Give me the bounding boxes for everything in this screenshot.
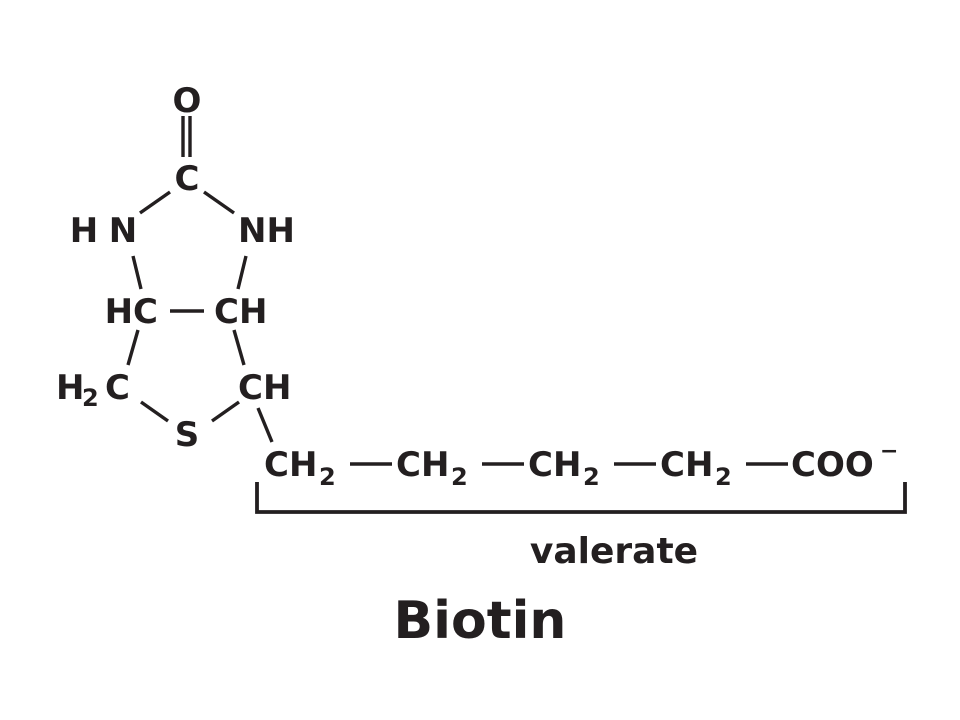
atom-ch-ring-right: CH <box>238 368 291 408</box>
bond-ch-s <box>211 400 240 423</box>
chain-ch2-2: CH 2 <box>396 445 468 491</box>
atom-h2c-ring: H 2 C <box>56 368 130 412</box>
chain-ch2-1: CH 2 <box>264 445 336 491</box>
bond-ring-chain <box>256 407 274 443</box>
ring-bonds <box>126 116 274 443</box>
chain-ch2-1-sub: 2 <box>319 463 336 491</box>
chain-ch2-1-main: CH <box>264 445 317 485</box>
ring-atoms: O C H N NH HC CH H 2 C CH S <box>56 81 295 455</box>
atom-oxygen: O <box>173 81 202 121</box>
chain-ch2-3-main: CH <box>528 445 581 485</box>
bond-c-n-left <box>139 190 171 215</box>
chain-ch2-4: CH 2 <box>660 445 732 491</box>
bond-h2c-s <box>140 400 169 423</box>
atom-h2c-c: C <box>105 368 130 408</box>
valerate-chain: CH 2 CH 2 CH 2 CH 2 COO − <box>264 439 898 491</box>
chain-ch2-3: CH 2 <box>528 445 600 491</box>
atom-h-left-amine: H <box>70 211 98 251</box>
bond-ch-ch-ring <box>232 329 246 366</box>
bond-n-hc-left <box>131 255 143 290</box>
chain-ch2-3-sub: 2 <box>583 463 600 491</box>
atom-carbon-urea: C <box>175 159 200 199</box>
chain-ch2-2-main: CH <box>396 445 449 485</box>
atom-h2c-h: H <box>56 368 84 408</box>
valerate-label: valerate <box>530 531 698 572</box>
carboxylate-coo: COO <box>791 445 874 485</box>
chain-ch2-4-sub: 2 <box>715 463 732 491</box>
atom-h2c-subscript: 2 <box>82 384 99 412</box>
chain-ch2-4-main: CH <box>660 445 713 485</box>
chain-ch2-2-sub: 2 <box>451 463 468 491</box>
valerate-bracket <box>255 482 907 514</box>
atom-sulfur: S <box>175 415 200 455</box>
atom-hc-left: HC <box>105 292 158 332</box>
bond-c-n-right <box>203 190 235 215</box>
atom-n-left: N <box>109 211 137 251</box>
diagram-title: Biotin <box>394 591 567 651</box>
bond-n-ch-right <box>236 255 248 290</box>
atom-ch-right: CH <box>214 292 267 332</box>
carboxylate-charge: − <box>880 439 898 464</box>
carboxylate-group: COO − <box>791 439 898 485</box>
bond-hc-h2c <box>126 329 140 366</box>
atom-nh-right: NH <box>238 211 295 251</box>
